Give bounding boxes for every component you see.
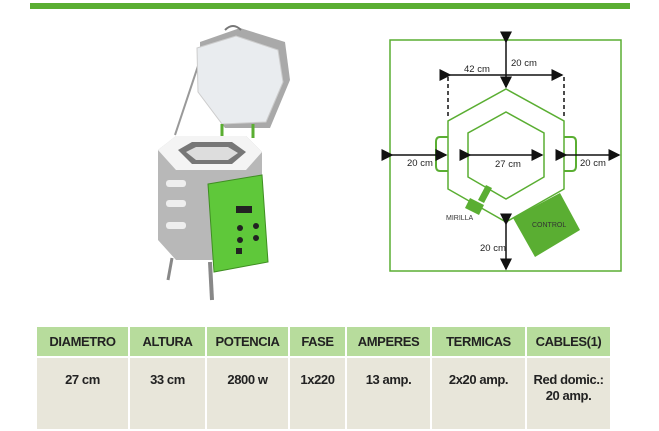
header-termicas: TERMICAS xyxy=(430,325,527,358)
value-potencia: 2800 w xyxy=(205,356,290,431)
control-label: CONTROL xyxy=(532,222,566,229)
header-diametro: DIAMETRO xyxy=(35,325,130,358)
value-fase: 1x220 xyxy=(288,356,347,431)
top-clearance-label: 20 cm xyxy=(511,58,537,69)
header-amperes: AMPERES xyxy=(345,325,432,358)
top-accent-bar xyxy=(30,3,630,9)
right-handle xyxy=(564,136,577,172)
bottom-clearance-label: 20 cm xyxy=(480,243,506,254)
kiln-lid xyxy=(196,35,284,125)
control-box-plan xyxy=(513,193,580,257)
specs-table: DIAMETRO ALTURA POTENCIA FASE AMPERES TE… xyxy=(35,325,612,431)
peephole xyxy=(478,185,492,203)
specs-value-row: 27 cm 33 cm 2800 w 1x220 13 amp. 2x20 am… xyxy=(35,356,612,431)
header-potencia: POTENCIA xyxy=(205,325,290,358)
lid-rod xyxy=(174,59,201,136)
left-handle xyxy=(435,136,448,172)
left-clearance-label: 20 cm xyxy=(407,158,433,169)
header-altura: ALTURA xyxy=(128,325,207,358)
value-altura: 33 cm xyxy=(128,356,207,431)
lid-handle xyxy=(224,25,242,31)
inner-hexagon xyxy=(467,111,545,200)
value-amperes: 13 amp. xyxy=(345,356,432,431)
header-cables: CABLES(1) xyxy=(525,325,612,358)
control-box xyxy=(207,174,269,273)
inner-diameter-label: 27 cm xyxy=(495,159,521,170)
value-cables: Red domic.: 20 amp. xyxy=(525,356,612,431)
width-label: 42 cm xyxy=(464,64,490,75)
value-diametro: 27 cm xyxy=(35,356,130,431)
specs-header-row: DIAMETRO ALTURA POTENCIA FASE AMPERES TE… xyxy=(35,325,612,358)
header-fase: FASE xyxy=(288,325,347,358)
right-clearance-label: 20 cm xyxy=(580,158,606,169)
value-termicas: 2x20 amp. xyxy=(430,356,527,431)
peephole-label: MIRILLA xyxy=(446,215,474,222)
